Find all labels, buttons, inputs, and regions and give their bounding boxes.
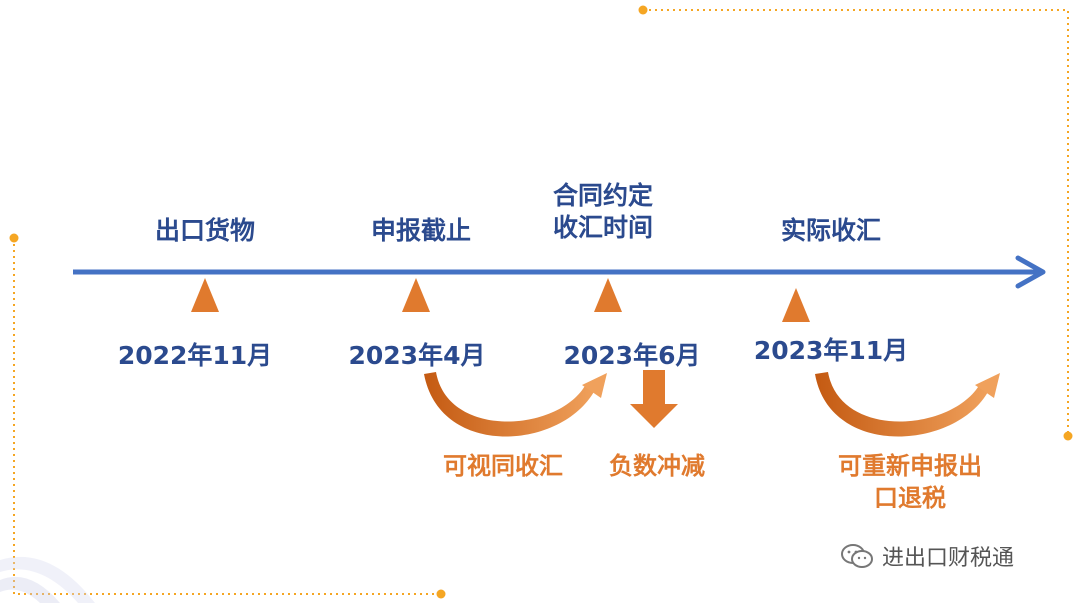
event-label-declaration-deadline: 申报截止 — [370, 216, 471, 245]
event-date-2: 2023年4月 — [348, 341, 486, 370]
event-date-1: 2022年11月 — [117, 341, 273, 370]
corner-decoration — [0, 556, 95, 603]
event-label-line: 收汇时间 — [552, 213, 653, 242]
curved-arrow-1 — [424, 372, 607, 437]
wechat-icon — [841, 544, 873, 568]
down-arrow — [630, 370, 678, 428]
event-marker-2 — [402, 278, 430, 312]
event-label-actual-collection: 实际收汇 — [780, 216, 881, 245]
watermark-text: 进出口财税通 — [882, 546, 1015, 571]
event-marker-4 — [782, 288, 810, 322]
watermark: 进出口财税通 — [840, 540, 1014, 572]
event-label-export: 出口货物 — [154, 216, 255, 245]
note-line: 可重新申报出 — [838, 452, 982, 480]
curved-arrow-2 — [815, 372, 1000, 437]
event-date-4: 2023年11月 — [753, 336, 909, 365]
note-re-declare-refund: 可重新申报出 口退税 — [815, 450, 1005, 514]
timeline-axis — [73, 255, 1046, 289]
note-negative-offset: 负数冲减 — [609, 452, 705, 480]
event-marker-1 — [191, 278, 219, 312]
bottom-left-dotted-frame — [9, 233, 446, 599]
top-right-dotted-frame — [638, 5, 1073, 441]
event-date-3: 2023年6月 — [563, 341, 701, 370]
event-label-contract-collection: 合同约定 收汇时间 — [508, 180, 698, 244]
note-line: 口退税 — [874, 484, 946, 512]
event-label-line: 合同约定 — [552, 181, 653, 210]
event-marker-3 — [594, 278, 622, 312]
note-deemed-collection: 可视同收汇 — [443, 452, 563, 480]
